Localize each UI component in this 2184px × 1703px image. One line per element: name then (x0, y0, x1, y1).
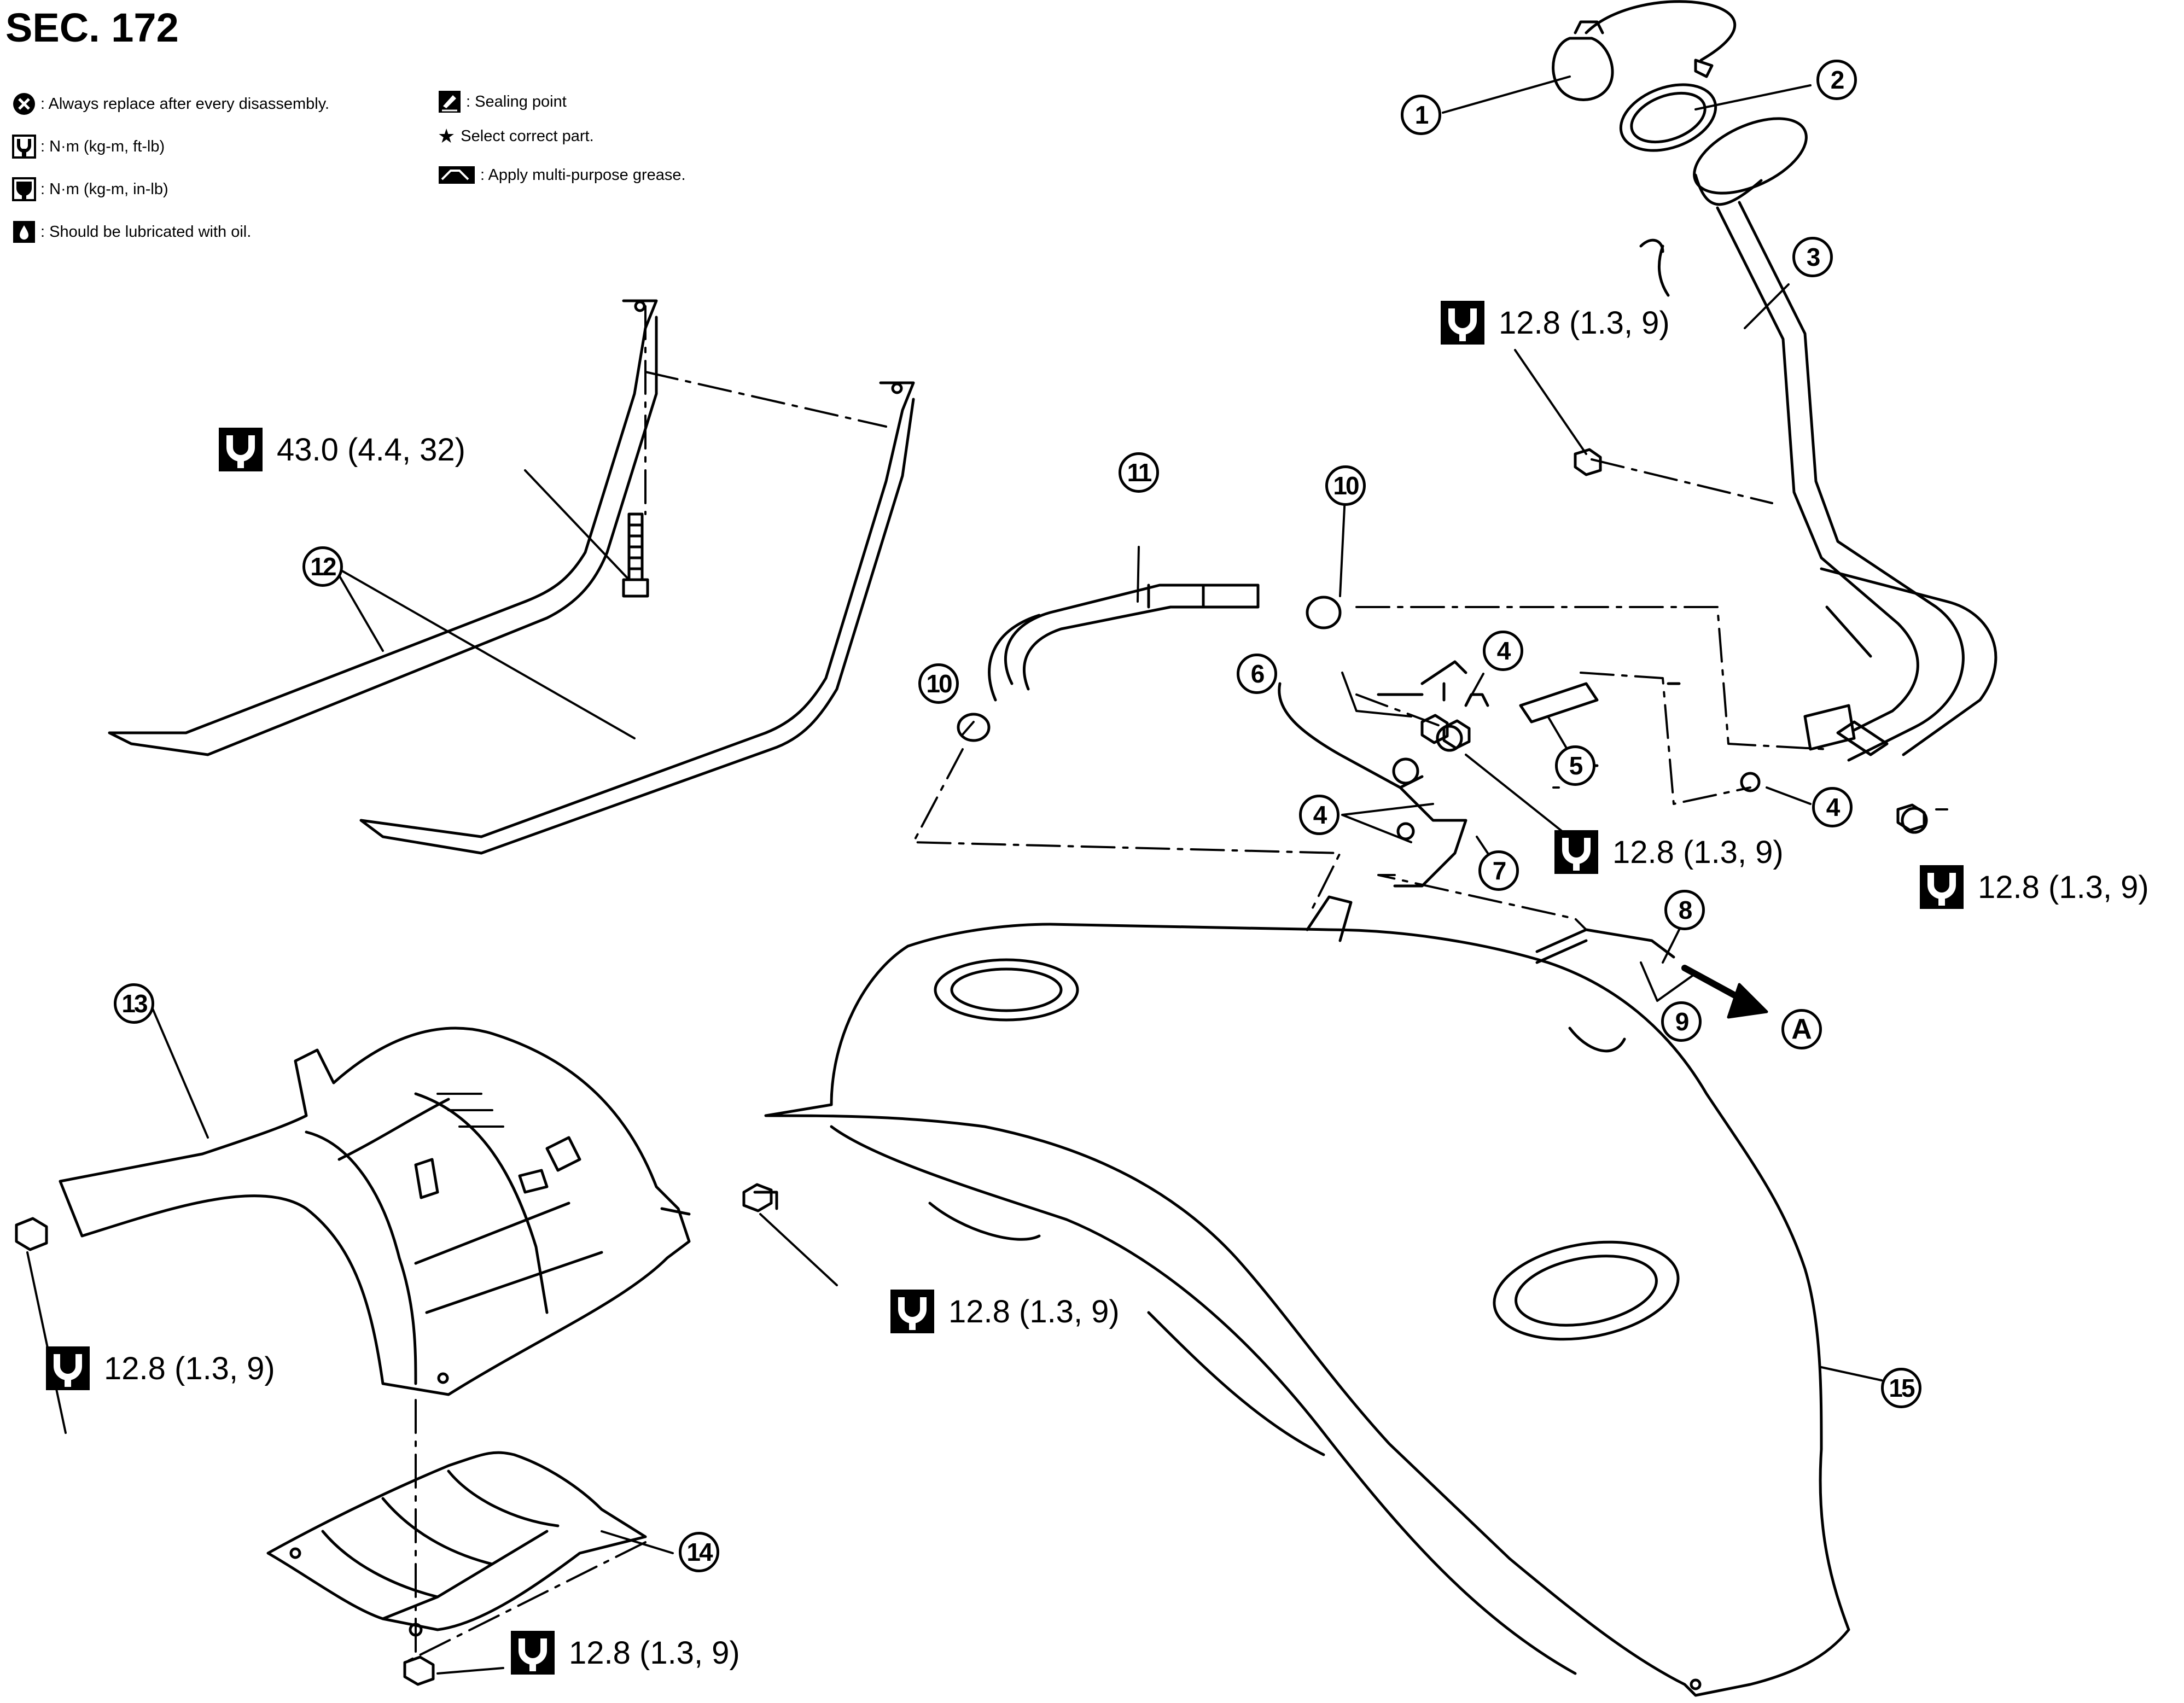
replace-part-icon (13, 93, 35, 115)
torque-wrench-icon (12, 135, 36, 159)
torque-wrench-icon (219, 428, 263, 471)
lower-protector-part (266, 1451, 647, 1637)
legend-text: : N·m (kg-m, ft-lb) (40, 137, 165, 155)
filler-tube-part (1639, 117, 1997, 762)
heat-insulator-part (59, 1027, 691, 1396)
callout-11: 11 (1119, 452, 1159, 493)
torque-spec-filler-nut: 12.8 (1.3, 9) (1440, 300, 1670, 346)
arrow-head (1727, 983, 1768, 1019)
grease-icon (439, 166, 475, 184)
callout-1: 1 (1401, 95, 1441, 135)
torque-value: 12.8 (1.3, 9) (1499, 305, 1670, 341)
callout-14: 14 (679, 1532, 719, 1572)
torque-spec-protector-nut: 12.8 (1.3, 9) (510, 1630, 740, 1676)
star-icon: ★ (438, 125, 456, 147)
callout-12: 12 (302, 546, 343, 587)
callout-5: 5 (1555, 745, 1595, 786)
legend-item-torque-inlb: : N·m (kg-m, in-lb) (12, 177, 168, 201)
torque-value: 12.8 (1.3, 9) (569, 1635, 740, 1671)
callout-10-upper: 10 (1325, 465, 1366, 506)
torque-wrench-small-icon (12, 177, 36, 201)
torque-spec-strap-bolt: 43.0 (4.4, 32) (218, 427, 465, 473)
tank-strap-part (108, 299, 915, 855)
torque-wrench-icon (1441, 301, 1484, 345)
callout-a: A (1781, 1009, 1822, 1049)
torque-value: 43.0 (4.4, 32) (277, 431, 465, 468)
callout-10-lower: 10 (918, 663, 959, 704)
alignment-lines (404, 305, 1828, 1664)
callout-8: 8 (1664, 890, 1705, 930)
legend-item-select-part: ★ Select correct part. (438, 125, 594, 148)
legend-text: Select correct part. (461, 127, 594, 145)
oil-lubricate-icon (13, 221, 35, 243)
callout-7: 7 (1478, 850, 1519, 891)
torque-value: 12.8 (1.3, 9) (104, 1350, 275, 1386)
legend-item-grease: : Apply multi-purpose grease. (438, 163, 686, 187)
torque-wrench-icon (1920, 865, 1964, 909)
torque-spec-insulator-bolt: 12.8 (1.3, 9) (889, 1288, 1120, 1334)
torque-value: 12.8 (1.3, 9) (948, 1293, 1120, 1329)
torque-spec-tube-nut: 12.8 (1.3, 9) (1919, 864, 2149, 910)
callout-13: 13 (114, 983, 154, 1024)
torque-spec-hose-nut: 12.8 (1.3, 9) (1553, 829, 1784, 875)
callout-4-upper: 4 (1483, 631, 1523, 671)
legend-item-replace: : Always replace after every disassembly… (12, 92, 329, 116)
torque-wrench-icon (46, 1346, 90, 1390)
torque-value: 12.8 (1.3, 9) (1612, 834, 1784, 870)
fastener-part (15, 448, 1926, 1686)
torque-wrench-icon (511, 1631, 555, 1675)
legend-item-oil: : Should be lubricated with oil. (12, 220, 251, 244)
torque-wrench-icon (890, 1290, 934, 1333)
callout-9: 9 (1661, 1001, 1702, 1042)
legend-item-sealing: : Sealing point (438, 90, 567, 114)
legend-text: : Should be lubricated with oil. (40, 223, 252, 241)
strap-bolt-part (622, 512, 649, 598)
callout-4-left: 4 (1299, 795, 1339, 835)
legend-text: : Apply multi-purpose grease. (480, 166, 686, 184)
callout-15: 15 (1881, 1368, 1921, 1408)
filler-cap-part (1552, 0, 1737, 101)
fuel-tank-part (764, 895, 1850, 1697)
section-title: SEC. 172 (5, 5, 179, 50)
vent-hose-part (957, 584, 1342, 742)
legend-text: : Sealing point (466, 92, 567, 110)
sealing-point-icon (439, 91, 461, 113)
callout-4-right: 4 (1812, 787, 1853, 827)
legend-item-torque-ftlb: : N·m (kg-m, ft-lb) (12, 135, 165, 159)
torque-value: 12.8 (1.3, 9) (1978, 869, 2149, 905)
legend-text: : Always replace after every disassembly… (40, 95, 330, 113)
torque-wrench-icon (1554, 830, 1598, 874)
legend-text: : N·m (kg-m, in-lb) (40, 180, 168, 198)
callout-6: 6 (1237, 654, 1277, 694)
callout-3: 3 (1792, 237, 1833, 277)
torque-spec-insulator-nut: 12.8 (1.3, 9) (45, 1345, 275, 1391)
filler-gasket-part (1619, 83, 1717, 152)
callout-2: 2 (1816, 60, 1857, 100)
